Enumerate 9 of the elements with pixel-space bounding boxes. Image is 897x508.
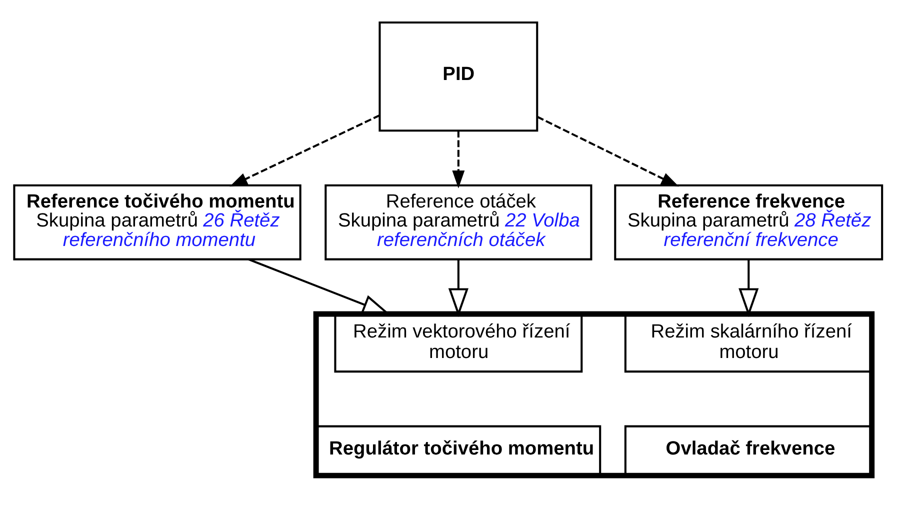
arrow — [230, 114, 380, 186]
arrow — [536, 115, 679, 186]
node-box: Reference otáček Skupina parametrů 22 Volba referenčních otáček — [324, 184, 592, 260]
node-box: PID — [378, 20, 538, 132]
node-box: Reference frekvence Skupina parametrů 28 Řetěz referenční frekvence — [614, 184, 884, 260]
arrow — [448, 259, 468, 316]
arrow — [452, 130, 465, 188]
node-box: Reference točivého momentu Skupina parametrů 26 Řetěz referenčního momentu — [13, 184, 302, 260]
arrow — [738, 259, 759, 316]
